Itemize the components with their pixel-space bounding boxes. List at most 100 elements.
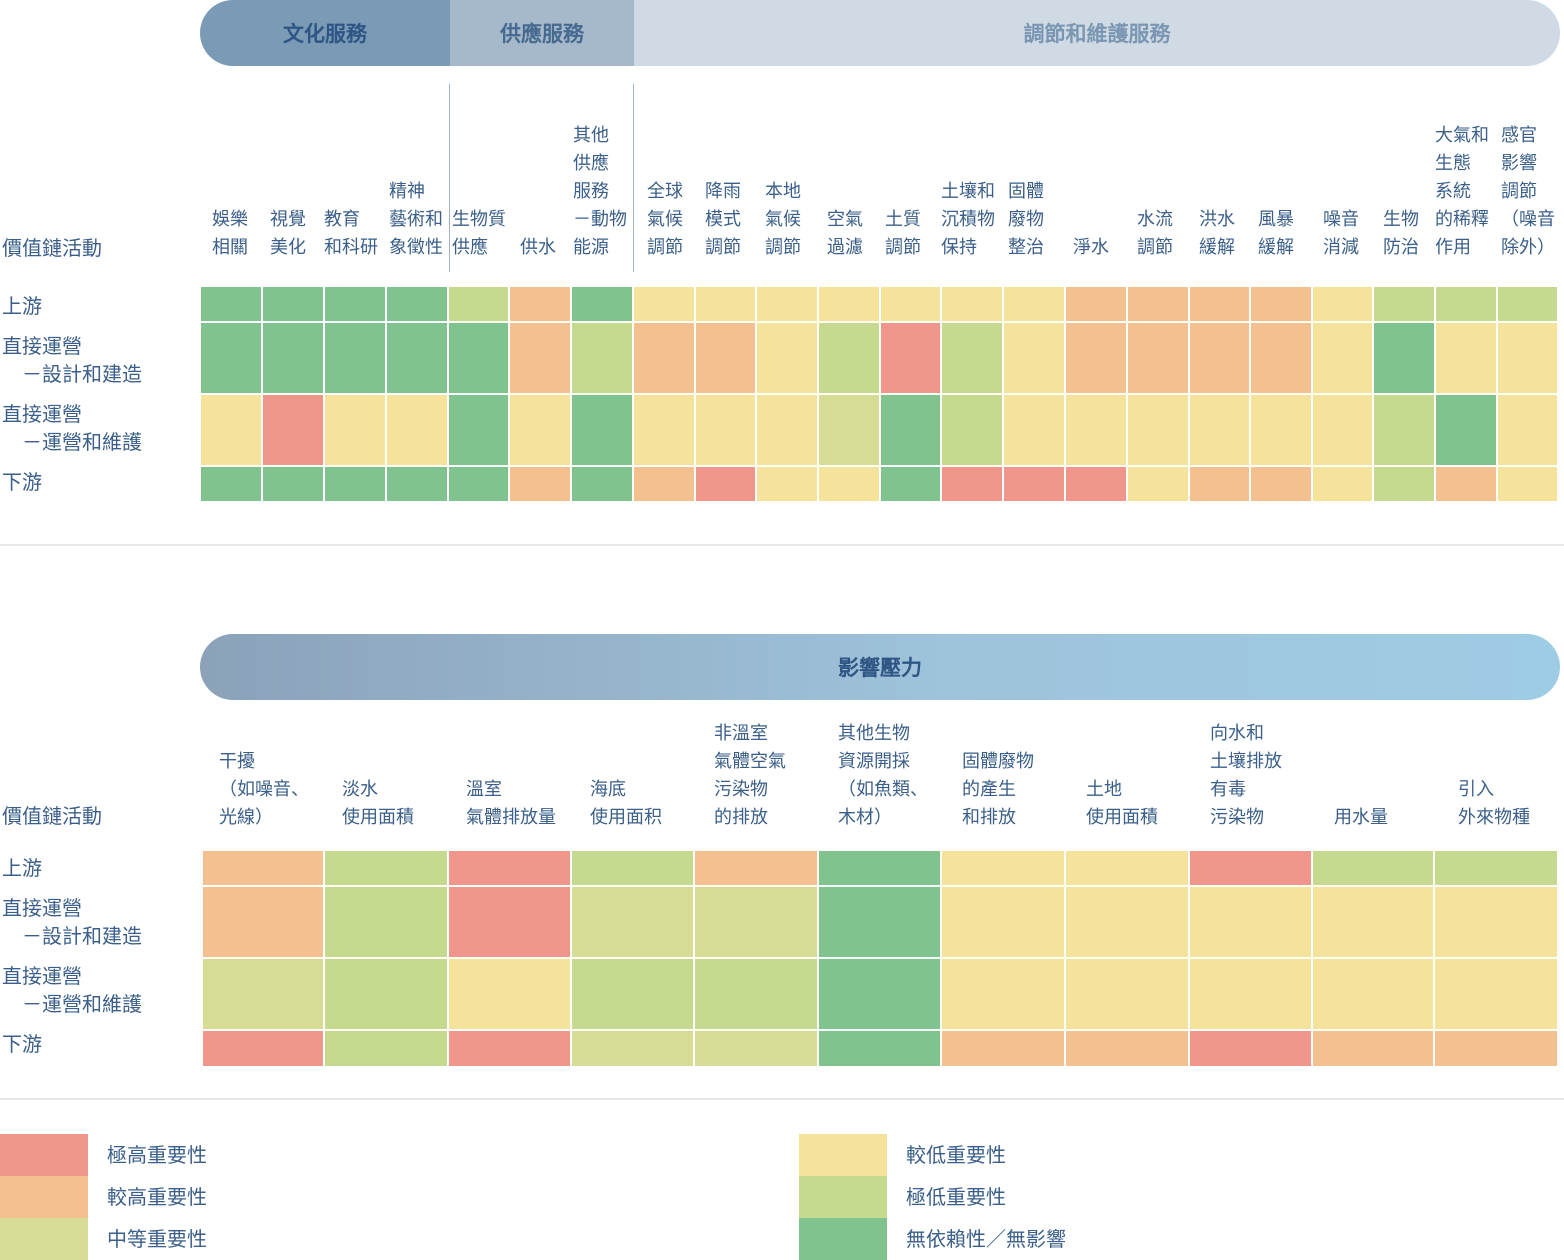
- bottom-row-label: 下游: [2, 1032, 42, 1056]
- heatmap-cell: [203, 851, 323, 885]
- bottom-group-header: 影響壓力: [200, 634, 1560, 700]
- group-regulating-services: 調節和維護服務: [634, 0, 1560, 66]
- heatmap-cell: [572, 395, 632, 465]
- heatmap-cell: [572, 467, 632, 501]
- top-column-label: 娛樂 相關: [212, 209, 248, 258]
- heatmap-cell: [1436, 395, 1496, 465]
- heatmap-cell: [1313, 851, 1433, 885]
- heatmap-cell: [1436, 467, 1496, 501]
- heatmap-cell: [881, 323, 940, 393]
- heatmap-cell: [695, 1031, 817, 1066]
- heatmap-cell: [696, 287, 755, 321]
- heatmap-cell: [1374, 467, 1434, 501]
- top-column-label: 感官 影響 調節 （噪音 除外）: [1501, 125, 1555, 258]
- legend-swatch: [799, 1134, 887, 1176]
- heatmap-cell: [203, 959, 323, 1029]
- heatmap-cell: [1498, 395, 1557, 465]
- top-column-label: 噪音 消減: [1323, 209, 1359, 258]
- heatmap-cell: [1251, 287, 1311, 321]
- heatmap-cell: [263, 467, 323, 501]
- heatmap-cell: [449, 323, 508, 393]
- heatmap-cell: [942, 323, 1002, 393]
- heatmap-cell: [819, 395, 879, 465]
- top-column-label: 固體 廢物 整治: [1008, 181, 1044, 258]
- bottom-row-label: 直接運營 －設計和建造: [2, 896, 142, 948]
- heatmap-cell: [572, 1031, 693, 1066]
- bottom-row-label: 上游: [2, 856, 42, 880]
- legend-swatch: [0, 1176, 88, 1218]
- heatmap-cell: [942, 395, 1002, 465]
- heatmap-cell: [819, 287, 879, 321]
- heatmap-cell: [1066, 1031, 1188, 1066]
- top-column-label: 大氣和 生態 系統 的稀釋 作用: [1435, 125, 1489, 258]
- heatmap-cell: [819, 851, 940, 885]
- heatmap-cell: [696, 323, 755, 393]
- top-column-label: 生物質 供應: [452, 209, 506, 258]
- legend-label: 極高重要性: [107, 1143, 207, 1167]
- bottom-column-label: 固體廢物 的產生 和排放: [962, 751, 1034, 828]
- heatmap-cell: [263, 287, 323, 321]
- heatmap-cell: [1251, 467, 1311, 501]
- heatmap-cell: [634, 467, 694, 501]
- bottom-column-label: 土地 使用面積: [1086, 779, 1158, 828]
- separator-provisioning-regulating: [633, 84, 634, 272]
- top-row-label: 上游: [2, 294, 42, 318]
- heatmap-cell: [449, 467, 508, 501]
- heatmap-cell: [757, 395, 817, 465]
- heatmap-cell: [942, 887, 1064, 957]
- top-column-label: 生物 防治: [1383, 209, 1419, 258]
- bottom-row-header: 價值鏈活動: [2, 804, 102, 828]
- heatmap-cell: [1498, 323, 1557, 393]
- top-row-label: 下游: [2, 470, 42, 494]
- bottom-column-label: 干擾 （如噪音、 光線）: [219, 751, 309, 828]
- heatmap-cell: [510, 467, 570, 501]
- heatmap-cell: [572, 287, 632, 321]
- top-row-header: 價值鏈活動: [2, 236, 102, 260]
- heatmap-cell: [1190, 395, 1249, 465]
- legend-divider: [0, 1098, 1564, 1100]
- top-column-label: 全球 氣候 調節: [647, 181, 683, 258]
- heatmap-cell: [325, 1031, 447, 1066]
- heatmap-cell: [572, 323, 632, 393]
- group-regulating-label: 調節和維護服務: [1023, 22, 1171, 46]
- heatmap-cell: [1066, 287, 1126, 321]
- bottom-column-label: 向水和 土壤排放 有毒 污染物: [1210, 723, 1282, 828]
- heatmap-cell: [1435, 1031, 1557, 1066]
- heatmap-cell: [1004, 287, 1064, 321]
- heatmap-cell: [757, 323, 817, 393]
- heatmap-cell: [1066, 887, 1188, 957]
- top-column-label: 視覺 美化: [270, 209, 306, 258]
- top-column-label: 供水: [520, 237, 556, 258]
- heatmap-cell: [263, 395, 323, 465]
- top-column-label: 淨水: [1073, 237, 1109, 258]
- heatmap-cell: [510, 323, 570, 393]
- group-provisioning-label: 供應服務: [500, 22, 584, 46]
- heatmap-cell: [819, 887, 940, 957]
- heatmap-cell: [325, 959, 447, 1029]
- heatmap-cell: [201, 395, 261, 465]
- heatmap-cell: [1190, 1031, 1311, 1066]
- heatmap-cell: [1251, 395, 1311, 465]
- heatmap-cell: [757, 287, 817, 321]
- heatmap-cell: [387, 395, 447, 465]
- heatmap-cell: [819, 467, 879, 501]
- heatmap-cell: [942, 959, 1064, 1029]
- heatmap-cell: [572, 851, 693, 885]
- top-row-label: 直接運營 －設計和建造: [2, 334, 142, 386]
- legend-label: 極低重要性: [906, 1185, 1006, 1209]
- legend-swatch: [0, 1218, 88, 1260]
- group-cultural-label: 文化服務: [283, 22, 367, 46]
- top-column-label: 洪水 緩解: [1199, 209, 1235, 258]
- bottom-column-label: 淡水 使用面積: [342, 779, 414, 828]
- heatmap-cell: [1313, 287, 1372, 321]
- heatmap-cell: [1190, 287, 1249, 321]
- heatmap-cell: [819, 959, 940, 1029]
- top-column-label: 教育 和科研: [324, 209, 378, 258]
- heatmap-cell: [634, 395, 694, 465]
- heatmap-cell: [757, 467, 817, 501]
- heatmap-cell: [1313, 1031, 1433, 1066]
- heatmap-cell: [1435, 959, 1557, 1029]
- heatmap-cell: [1374, 287, 1434, 321]
- heatmap-cell: [1004, 467, 1064, 501]
- heatmap-cell: [634, 287, 694, 321]
